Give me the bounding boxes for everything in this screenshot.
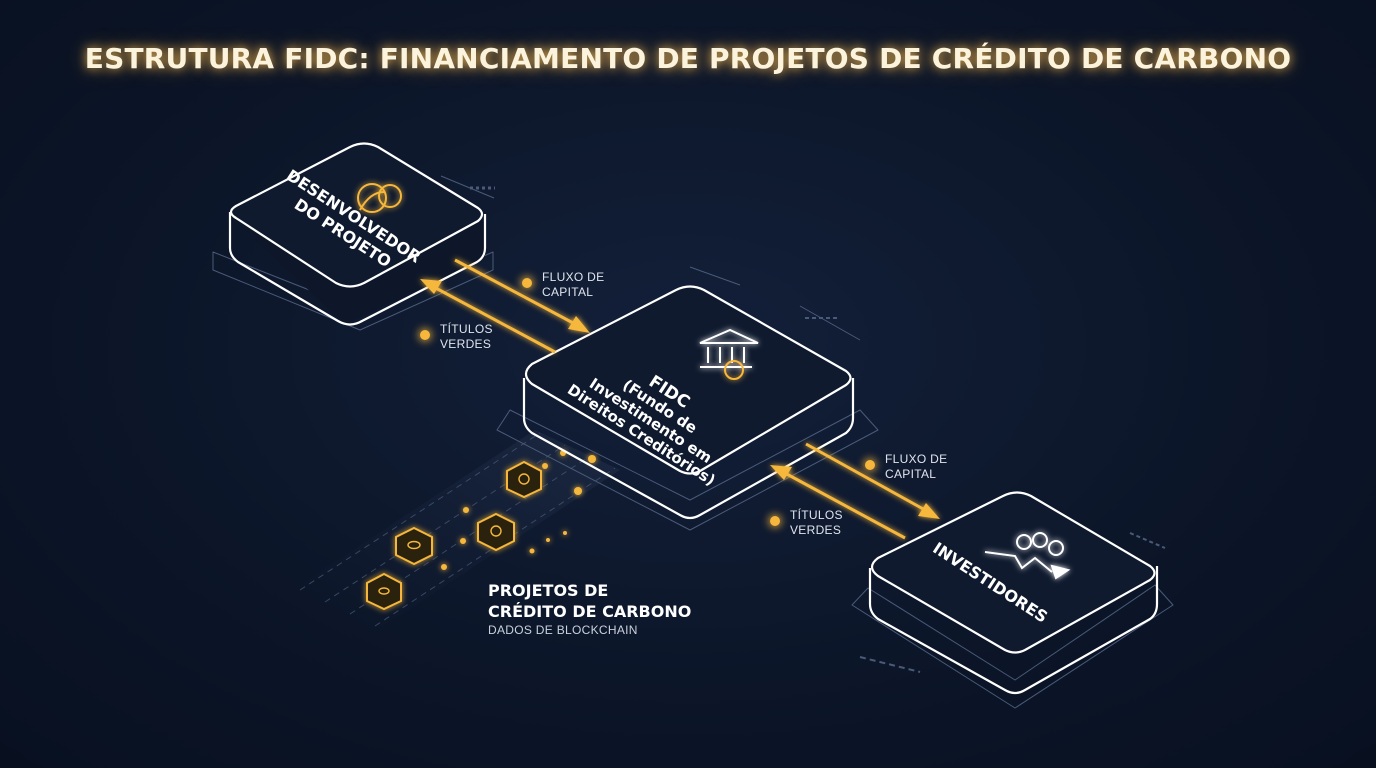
lower-bonds-line1: TÍTULOS: [790, 508, 843, 522]
flow-arrows: [420, 258, 940, 540]
investors-box: [851, 491, 1174, 709]
upper-capital-label: FLUXO DE CAPITAL: [522, 270, 605, 300]
lower-bonds-arrow: [770, 465, 906, 540]
upper-capital-arrow: [454, 258, 590, 333]
lower-capital-label: FLUXO DE CAPITAL: [865, 452, 948, 482]
projects-subtitle: DADOS DE BLOCKCHAIN: [488, 623, 638, 637]
bonds-dot-icon: [770, 516, 780, 526]
people-chart-icon: [984, 532, 1071, 580]
upper-bonds-line1: TÍTULOS: [440, 322, 493, 336]
fidc-box: [496, 266, 879, 531]
leaf-gear-icon: [357, 183, 402, 213]
circuit-icon: [477, 512, 515, 552]
projects-title-line1: PROJETOS DE: [488, 581, 609, 600]
bank-coin-icon: [699, 328, 759, 380]
upper-capital-line2: CAPITAL: [542, 285, 594, 299]
capital-dot-icon: [522, 278, 532, 288]
lower-capital-line1: FLUXO DE: [885, 452, 948, 466]
bonds-dot-icon: [420, 330, 430, 340]
page-title: ESTRUTURA FIDC: FINANCIAMENTO DE PROJETO…: [84, 42, 1292, 75]
lower-capital-arrow: [805, 442, 940, 519]
projects-title-line2: CRÉDITO DE CARBONO: [488, 602, 692, 621]
lower-bonds-label: TÍTULOS VERDES: [770, 508, 843, 538]
upper-capital-line1: FLUXO DE: [542, 270, 605, 284]
leaf-icon: [366, 572, 402, 611]
upper-bonds-arrow: [420, 279, 556, 354]
project-hexagons: [366, 460, 542, 611]
seed-icon: [395, 526, 433, 566]
lower-bonds-line2: VERDES: [790, 523, 842, 537]
lower-capital-line2: CAPITAL: [885, 467, 937, 481]
developer-box: [212, 140, 495, 331]
capital-dot-icon: [865, 460, 875, 470]
projects-title: PROJETOS DE CRÉDITO DE CARBONO: [488, 580, 691, 622]
upper-bonds-label: TÍTULOS VERDES: [420, 322, 493, 352]
brain-icon: [506, 460, 542, 499]
upper-bonds-line2: VERDES: [440, 337, 492, 351]
